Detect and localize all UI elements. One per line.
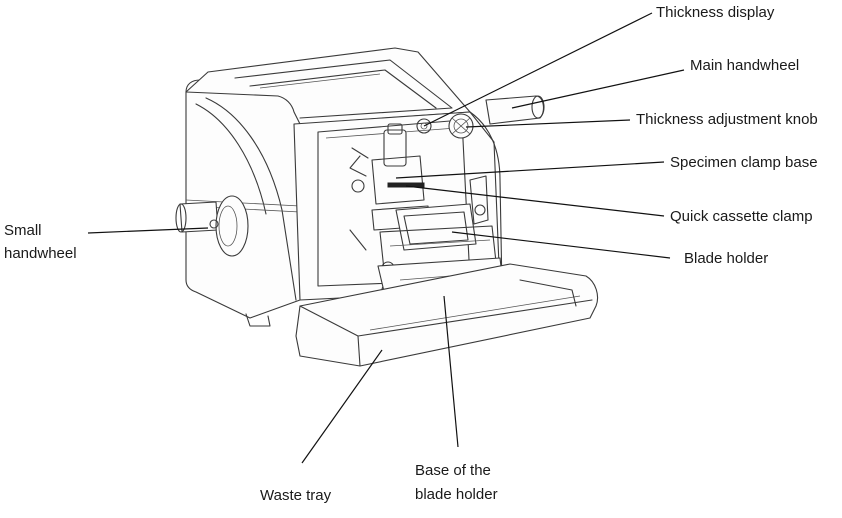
label-small-handwheel-line2: handwheel bbox=[4, 245, 77, 262]
small-handwheel bbox=[175, 195, 249, 257]
leader-thickness-knob bbox=[465, 119, 631, 128]
label-blade-holder-base-line2: blade holder bbox=[415, 486, 498, 503]
leader-blade-holder-base bbox=[443, 295, 459, 448]
label-main-handwheel: Main handwheel bbox=[690, 57, 800, 74]
thickness-display bbox=[416, 118, 432, 134]
label-blade-holder-base-line1: Base of the bbox=[415, 462, 491, 479]
leader-specimen-clamp-base bbox=[395, 161, 665, 179]
leader-quick-cassette-clamp bbox=[405, 185, 665, 217]
main-handwheel bbox=[485, 95, 545, 125]
leader-waste-tray bbox=[301, 349, 383, 464]
label-waste-tray: Waste tray bbox=[260, 487, 332, 504]
leader-blade-holder bbox=[451, 231, 671, 259]
label-thickness-display: Thickness display bbox=[656, 4, 775, 21]
leader-small-handwheel bbox=[87, 227, 209, 234]
thickness-adjustment-knob bbox=[448, 113, 474, 139]
specimen-clamp-assembly bbox=[349, 123, 489, 231]
leader-thickness-display bbox=[423, 12, 653, 127]
leader-lines bbox=[87, 12, 685, 464]
leader-main-handwheel bbox=[511, 69, 685, 109]
label-thickness-adjustment-knob: Thickness adjustment knob bbox=[636, 111, 818, 128]
waste-tray bbox=[295, 263, 599, 367]
label-blade-holder: Blade holder bbox=[684, 250, 769, 267]
label-specimen-clamp-base: Specimen clamp base bbox=[670, 154, 818, 171]
label-quick-cassette-clamp: Quick cassette clamp bbox=[670, 208, 813, 225]
label-small-handwheel-line1: Small bbox=[4, 222, 42, 239]
instrument-housing bbox=[185, 47, 503, 327]
